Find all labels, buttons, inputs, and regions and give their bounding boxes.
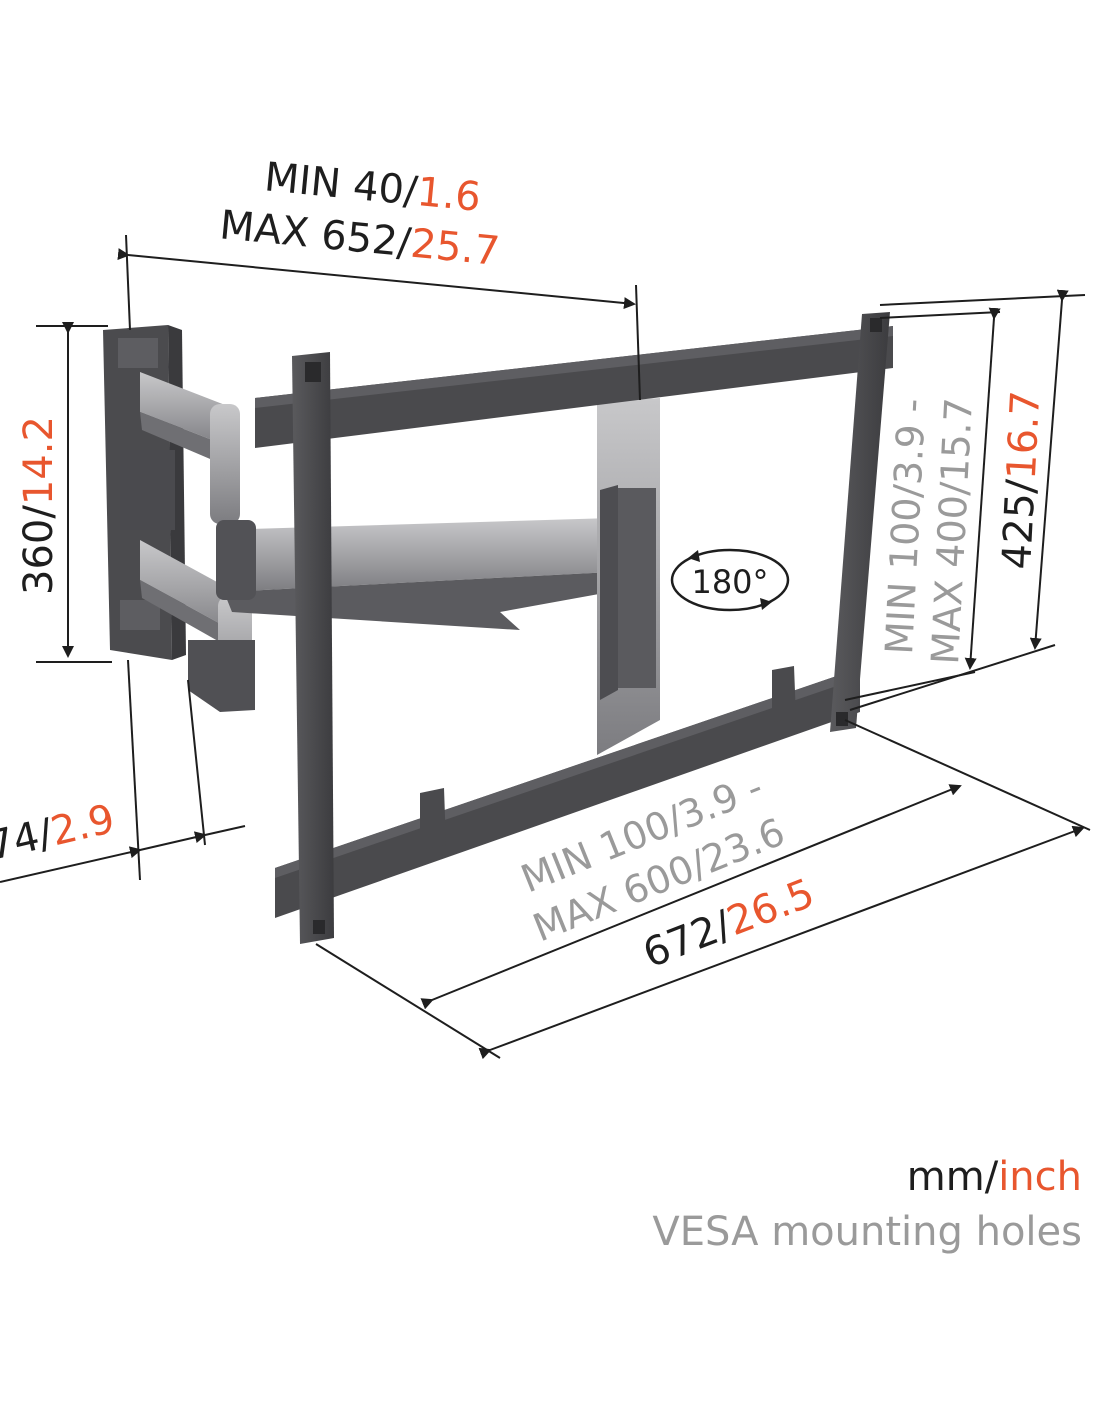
frame-right-bar	[830, 312, 890, 732]
arm-extension-arrow	[117, 248, 636, 310]
arm-min-mm: MIN 40/	[262, 154, 420, 215]
lower-arm	[140, 540, 255, 712]
wall-plate-height-label: 360/14.2	[16, 416, 62, 595]
rotation-symbol: 180°	[670, 548, 790, 612]
wall-plate-depth-arrow	[128, 834, 206, 859]
frame-left-bar	[292, 352, 334, 944]
frame-top-rail	[255, 326, 893, 448]
vesa-horizontal-arrow	[420, 784, 962, 1010]
frame-center-plate	[597, 398, 660, 755]
frame-height-arrow	[1029, 289, 1069, 650]
arm-max-inch: 25.7	[409, 221, 502, 275]
vesa-vertical-label: MIN 100/3.9 - MAX 400/15.7	[877, 397, 981, 666]
legend: mm/inch VESA mounting holes	[652, 1154, 1082, 1255]
arm-min-inch: 1.6	[415, 169, 483, 221]
rotation-label: 180°	[691, 563, 768, 601]
arm-max-mm: MAX 652/	[218, 202, 414, 266]
legend-vesa-note: VESA mounting holes	[652, 1209, 1082, 1255]
center-arm	[216, 518, 612, 630]
vesa-vertical-arrow	[964, 307, 1001, 670]
legend-units: mm/inch	[907, 1154, 1082, 1200]
arm-extension-label: MIN 40/1.6 MAX 652/25.7	[218, 154, 502, 275]
upper-arm	[140, 372, 240, 524]
dimension-lines	[0, 234, 1091, 1060]
elbow-joints	[120, 450, 175, 530]
frame-height-label: 425/16.7	[994, 389, 1049, 570]
